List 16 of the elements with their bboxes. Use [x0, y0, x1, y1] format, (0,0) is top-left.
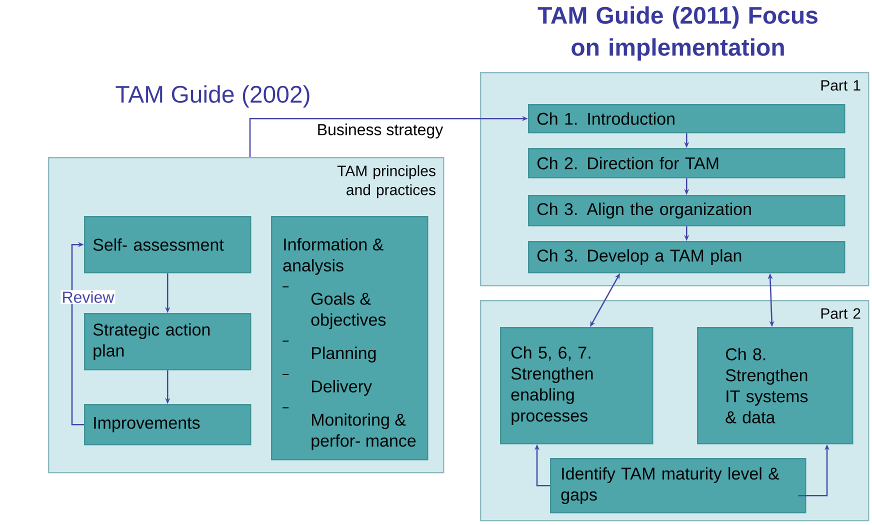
text-box: Strategic action plan — [84, 313, 252, 370]
text-box: Ch 8. Strengthen IT systems & data — [697, 327, 854, 444]
text-box: Ch 3. Develop a TAM plan — [528, 241, 846, 274]
text-box: Information & analysis Goals & objectives Planning Delivery Monitoring & perfor- mance — [271, 216, 428, 460]
text-box: Improvements — [84, 404, 252, 446]
edge-label: Review — [60, 290, 116, 304]
text-box: Ch 2. Direction for TAM — [528, 148, 846, 178]
text-box: Ch 5, 6, 7. Strengthen enabling processes — [500, 327, 654, 444]
text-box: Self- assessment — [84, 216, 252, 274]
heading: TAM Guide (2002) — [116, 85, 310, 108]
text-box: Identify TAM maturity level & gaps — [550, 458, 806, 514]
text-box: Ch 3. Align the organization — [528, 195, 846, 226]
text-box: Ch 1. Introduction — [528, 104, 846, 134]
heading: TAM Guide (2011) Focus on implementation — [538, 6, 818, 61]
arrow — [71, 242, 84, 426]
edge-label: Business strategy — [316, 122, 444, 140]
